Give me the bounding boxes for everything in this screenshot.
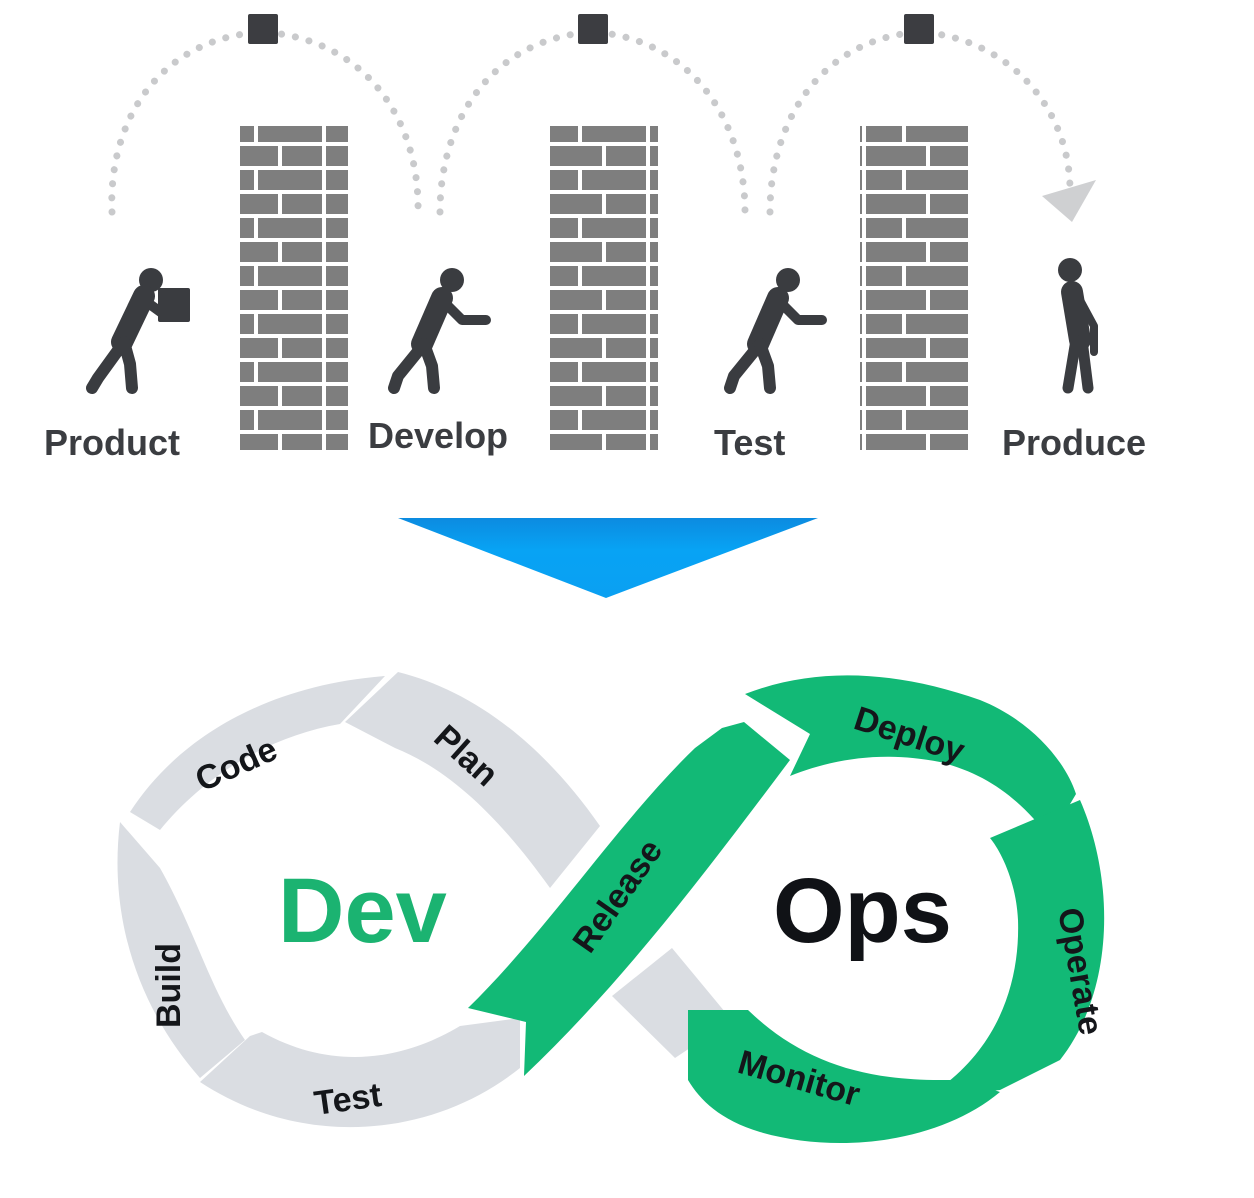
segment-operate xyxy=(948,800,1105,1094)
handoff-packages xyxy=(248,14,934,44)
brick-wall-2 xyxy=(550,126,658,450)
person-carrying-box-icon xyxy=(86,268,190,394)
transition-arrow-icon xyxy=(398,518,818,598)
brick-wall-3 xyxy=(860,126,968,450)
person-standing-icon xyxy=(1058,258,1098,394)
phase-label-produce: Produce xyxy=(1002,422,1146,463)
handoff-arc-3 xyxy=(766,28,1074,216)
segment-code xyxy=(130,676,385,830)
handoff-arc-2 xyxy=(436,28,749,216)
brick-wall-1 xyxy=(240,126,348,450)
phase-label-product: Product xyxy=(44,422,180,463)
dev-label: Dev xyxy=(278,860,447,962)
stage-label-test: Test xyxy=(312,1076,384,1123)
brick-walls xyxy=(240,126,968,450)
devops-loop: Dev Ops Code Plan Build Test Release Dep… xyxy=(117,672,1110,1143)
phase-label-develop: Develop xyxy=(368,415,508,456)
segment-test xyxy=(200,1018,520,1128)
waterfall-section: Product Develop Test Produce xyxy=(44,14,1146,463)
handoff-arcs xyxy=(108,28,1074,216)
person-pushing-icon xyxy=(724,268,827,394)
segment-deploy xyxy=(745,675,1076,838)
phase-label-test: Test xyxy=(714,422,785,463)
stage-label-build: Build xyxy=(150,943,188,1028)
segment-build xyxy=(117,822,245,1078)
segment-release xyxy=(468,722,790,1076)
segment-monitor xyxy=(688,1010,1000,1143)
package-icon xyxy=(578,14,608,44)
package-icon xyxy=(248,14,278,44)
arrowhead-icon xyxy=(1042,180,1096,222)
person-pushing-icon xyxy=(388,268,491,394)
ops-label: Ops xyxy=(773,860,952,962)
package-icon xyxy=(904,14,934,44)
segment-plan xyxy=(345,672,600,888)
ops-ring xyxy=(468,675,1105,1143)
handoff-arc-1 xyxy=(108,28,422,216)
